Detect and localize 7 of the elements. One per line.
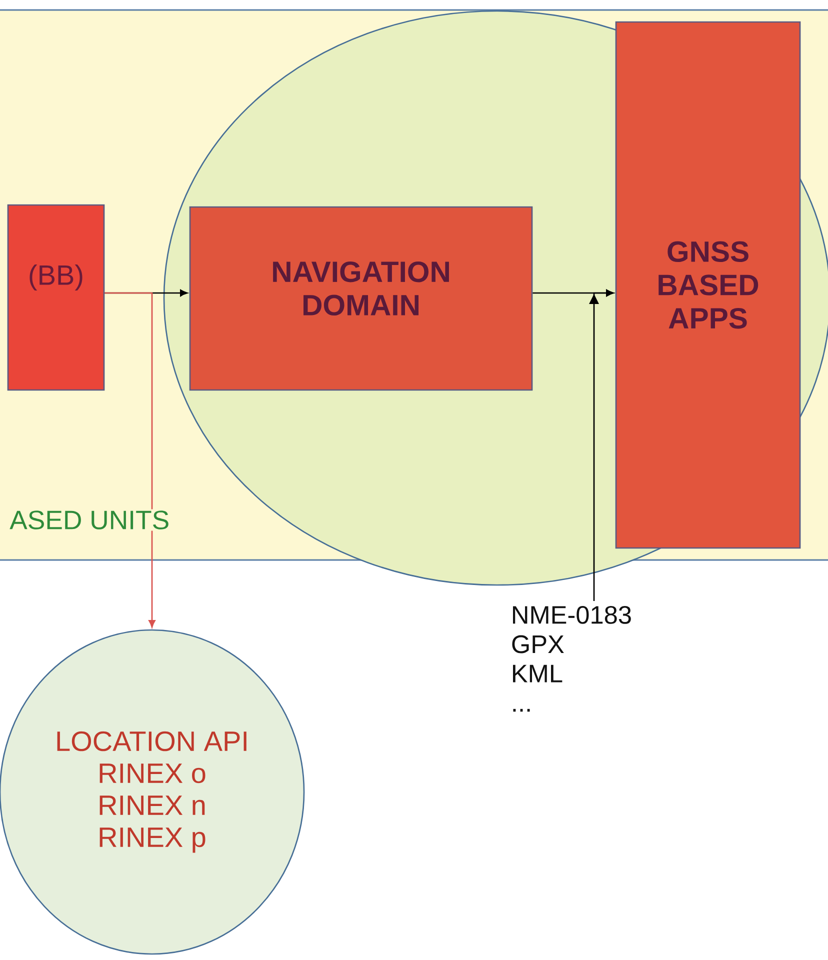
format-list: NME-0183 GPX KML ... bbox=[512, 606, 631, 712]
band-label: ASED UNITS bbox=[8, 509, 171, 531]
arrow bbox=[104, 292, 156, 628]
process-box: (BB) bbox=[7, 204, 105, 391]
process-box: NAVIGATION DOMAIN bbox=[189, 206, 533, 391]
arrow bbox=[589, 290, 614, 601]
process-box: GNSS BASED APPS bbox=[615, 21, 801, 549]
